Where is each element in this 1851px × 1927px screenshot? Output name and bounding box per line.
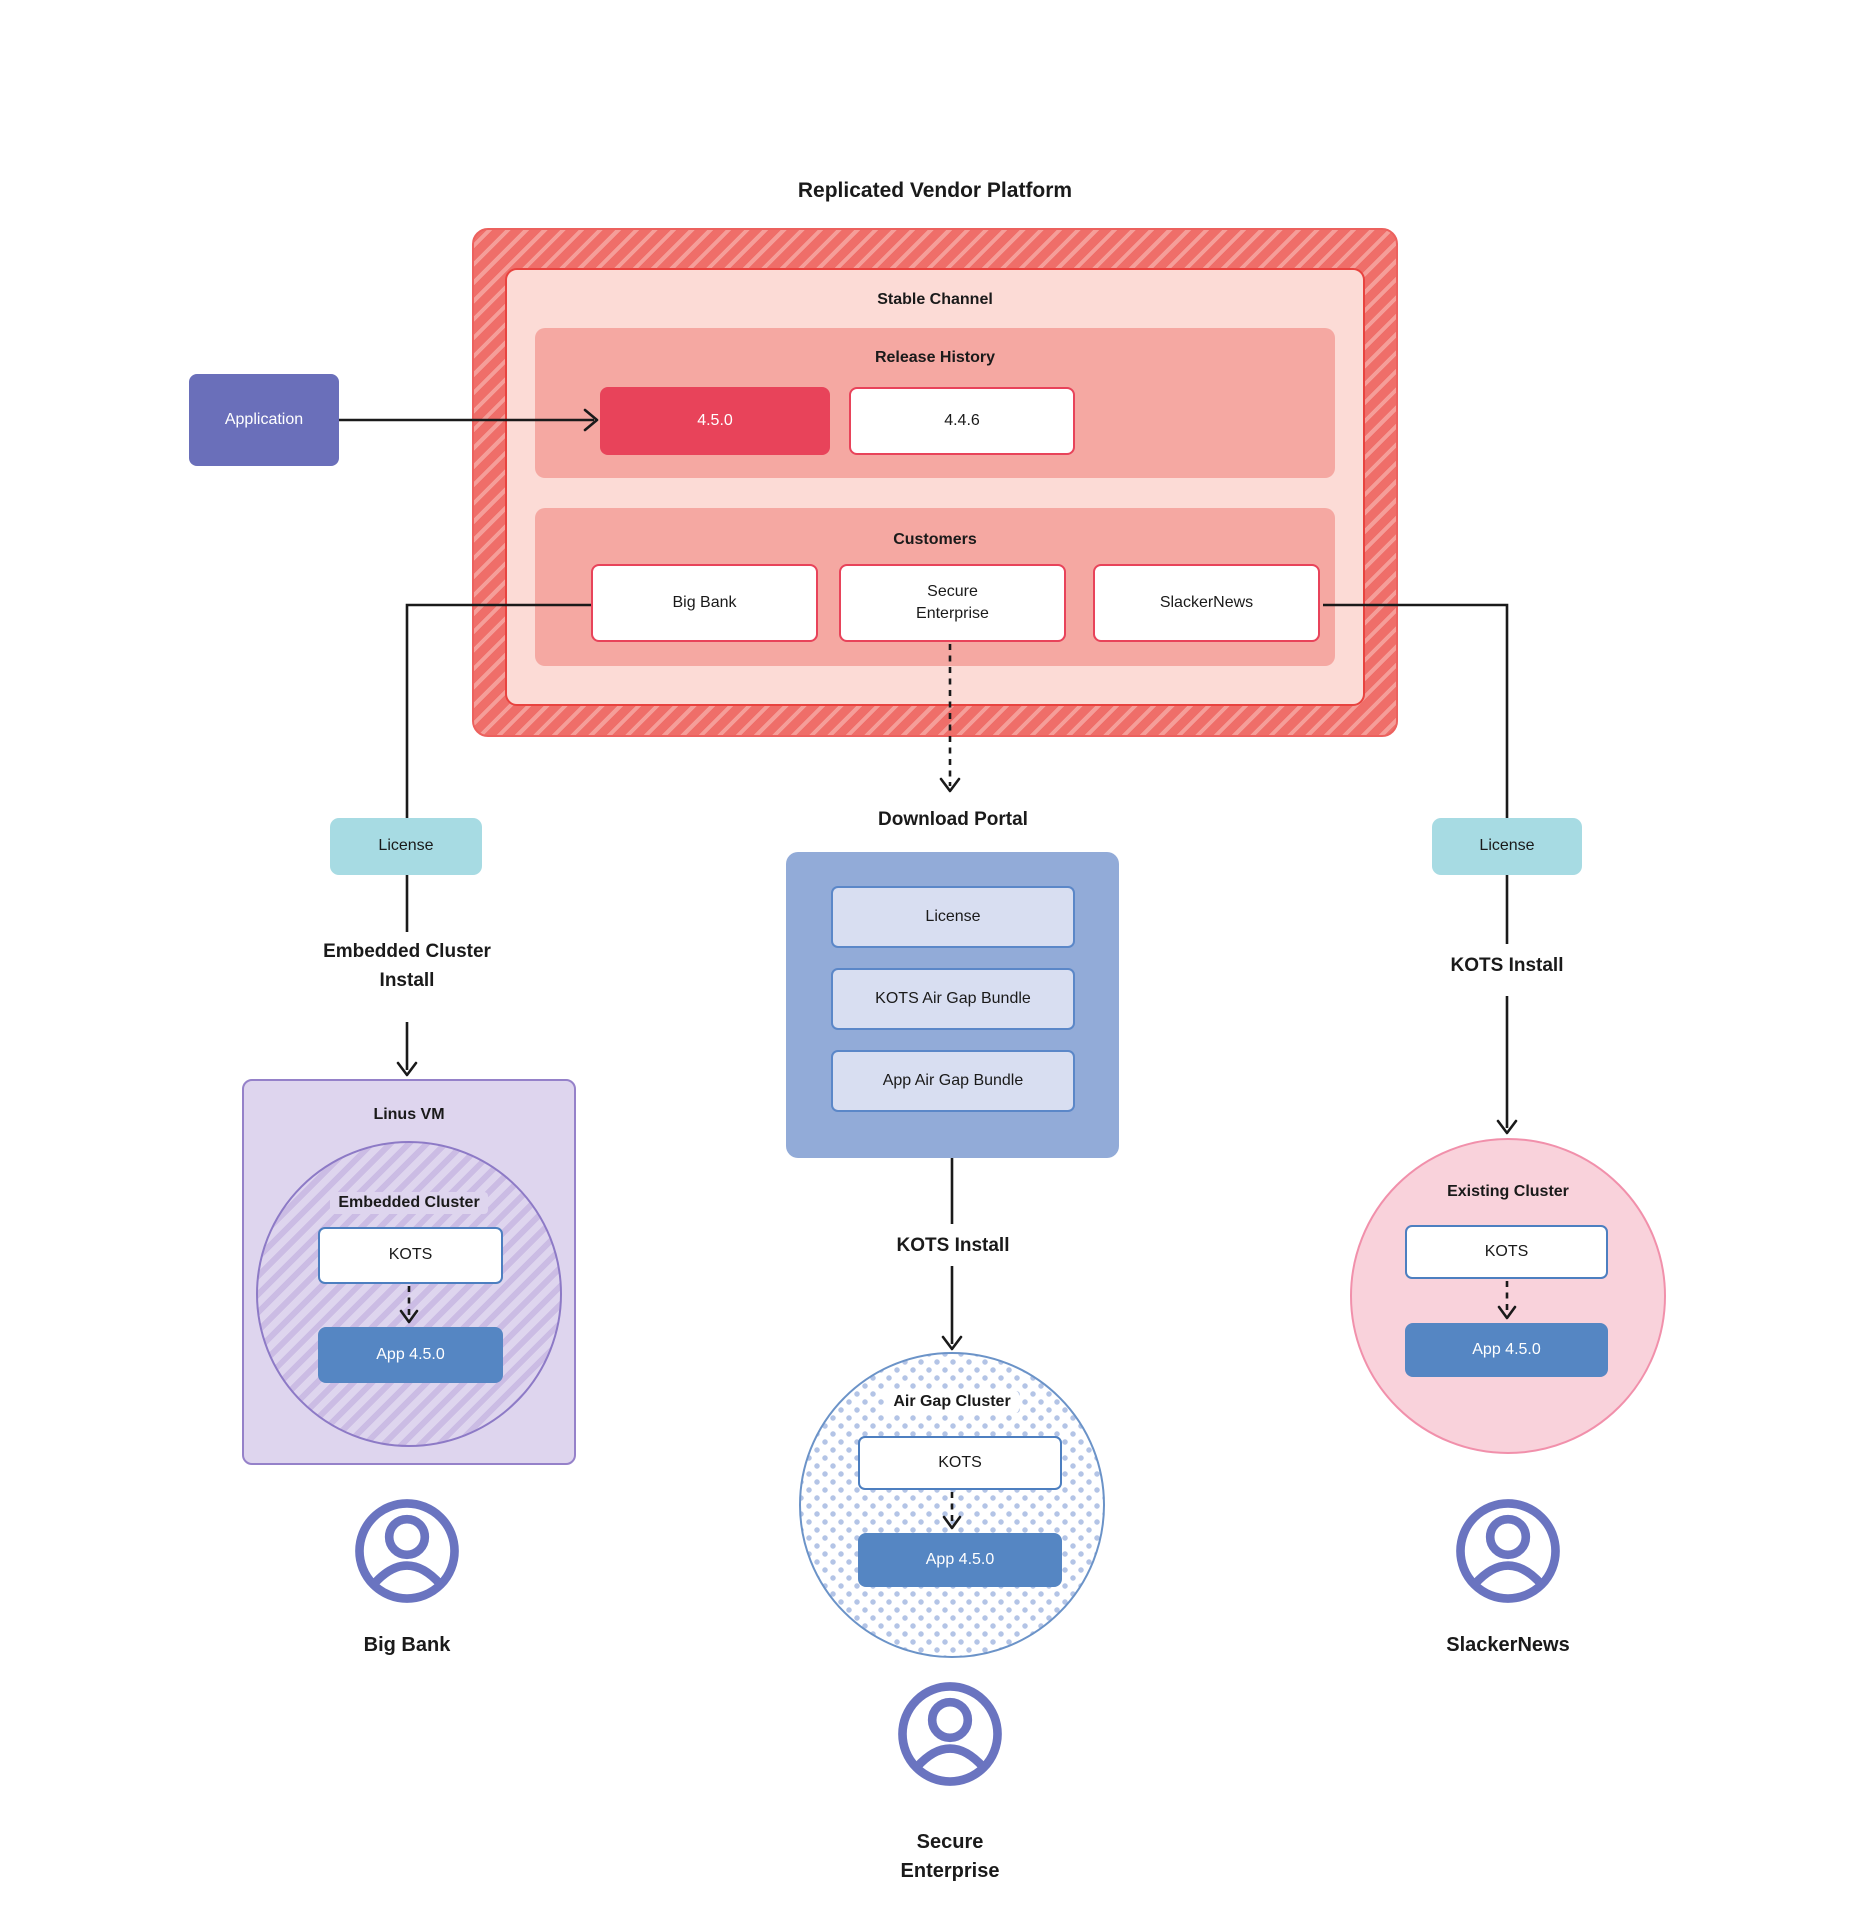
portal-item-license: License (831, 886, 1075, 948)
license-box-left: License (330, 818, 482, 875)
embedded-cluster-circle (256, 1141, 562, 1447)
portal-item-kots-airgap-bundle: KOTS Air Gap Bundle (831, 968, 1075, 1030)
application-box: Application (189, 374, 339, 466)
customer-box-secure-enterprise-label: Secure Enterprise (916, 582, 989, 622)
embedded-cluster-label: Embedded Cluster (299, 1192, 519, 1214)
customer-box-big-bank: Big Bank (591, 564, 818, 642)
customers-label: Customers (893, 531, 977, 548)
page-title: Replicated Vendor Platform (797, 179, 1073, 202)
customer-box-secure-enterprise: Secure Enterprise (839, 564, 1066, 642)
air-gap-cluster-label-text: Air Gap Cluster (885, 1391, 1019, 1413)
portal-item-app-airgap-bundle: App Air Gap Bundle (831, 1050, 1075, 1112)
release-history-label: Release History (874, 349, 996, 366)
embedded-cluster-label-text: Embedded Cluster (330, 1192, 488, 1214)
slackernews-person-icon (1454, 1497, 1562, 1605)
kots-install-label-right: KOTS Install (1450, 955, 1564, 976)
big-bank-name: Big Bank (363, 1634, 451, 1656)
big-bank-person-icon (353, 1497, 461, 1605)
kots-box-left: KOTS (318, 1227, 503, 1284)
slackernews-name: SlackerNews (1446, 1634, 1570, 1656)
release-box-446: 4.4.6 (849, 387, 1075, 455)
stable-channel-label: Stable Channel (877, 291, 993, 308)
app-box-right: App 4.5.0 (1405, 1323, 1608, 1377)
air-gap-cluster-label: Air Gap Cluster (842, 1391, 1062, 1413)
app-box-middle: App 4.5.0 (858, 1533, 1062, 1587)
kots-box-middle: KOTS (858, 1436, 1062, 1490)
download-portal-title: Download Portal (878, 809, 1028, 830)
existing-cluster-label: Existing Cluster (1447, 1183, 1569, 1200)
linus-vm-label: Linus VM (373, 1106, 445, 1123)
kots-box-right: KOTS (1405, 1225, 1608, 1279)
secure-enterprise-name: Secure Enterprise (850, 1828, 1050, 1886)
embedded-cluster-install-label: Embedded Cluster Install (323, 941, 491, 991)
secure-enterprise-person-icon (896, 1680, 1004, 1788)
secure-enterprise-name-text: Secure Enterprise (900, 1831, 1000, 1882)
app-box-left: App 4.5.0 (318, 1327, 503, 1383)
release-box-450: 4.5.0 (600, 387, 830, 455)
customer-box-slackernews: SlackerNews (1093, 564, 1320, 642)
license-box-right: License (1432, 818, 1582, 875)
kots-install-label-middle: KOTS Install (896, 1235, 1010, 1256)
